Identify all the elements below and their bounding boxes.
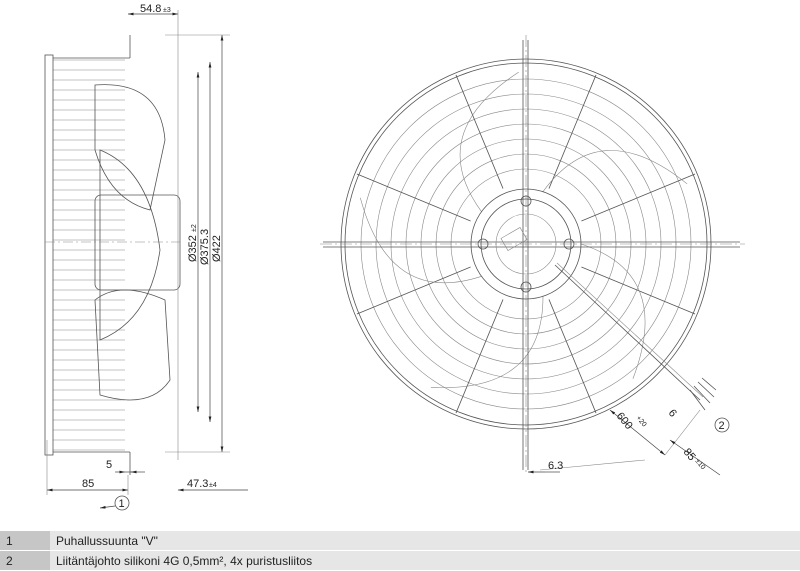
dim-54-8-tol: ±3: [163, 7, 171, 14]
motor-hub-outer: [470, 188, 582, 300]
guard-spoke: [581, 266, 696, 315]
callout-1-circle: [114, 495, 130, 511]
motor-rotor: [94, 194, 181, 291]
dim-6-3: 6.3: [548, 460, 563, 472]
dim-47-3: 47.3: [187, 478, 208, 490]
dim-5: 5: [106, 459, 112, 471]
legend-text: Liitäntäjohto silikoni 4G 0,5mm², 4x pur…: [50, 551, 800, 570]
fan-blade: [542, 150, 688, 192]
guard-spoke: [356, 173, 471, 222]
bolt: [520, 281, 532, 293]
legend-num: 1: [0, 531, 50, 550]
front-view: 6.3 600 +20 6 85 ±10 2: [320, 35, 745, 476]
blade-upper: [94, 84, 166, 211]
bolt: [477, 238, 489, 250]
motor-hub: [480, 198, 572, 290]
guard-spoke: [548, 74, 597, 189]
side-view: 54.8 ±3 Ø352 ±2 Ø375.3 Ø422 5 85 47.3 ±4…: [44, 3, 248, 511]
nameplate: [500, 227, 528, 251]
callout-2: 2: [719, 420, 725, 432]
legend-text: Puhallussuunta "V": [50, 531, 800, 550]
fan-blade: [459, 71, 519, 212]
cable: [554, 264, 701, 401]
legend-num: 2: [0, 551, 50, 570]
dia-422: Ø422: [211, 235, 223, 262]
guard-grille-side: [53, 59, 125, 451]
callout-2-circle: [714, 417, 730, 433]
dim-600-tol: +20: [634, 415, 647, 429]
guard-spoke: [455, 299, 504, 414]
dim-85-tol: ±10: [693, 458, 706, 471]
legend-table: 1 Puhallussuunta "V" 2 Liitäntäjohto sil…: [0, 530, 800, 571]
blade-middle: [99, 149, 161, 341]
bolt: [563, 238, 575, 250]
legend-row: 2 Liitäntäjohto silikoni 4G 0,5mm², 4x p…: [0, 551, 800, 570]
mounting-flange: [44, 54, 54, 456]
dim-47-3-tol: ±4: [209, 482, 217, 489]
dim-600: 600: [614, 410, 635, 432]
fan-blades: [360, 71, 688, 388]
dim-6: 6: [666, 407, 679, 419]
dim-54-8: 54.8: [140, 3, 161, 15]
fan-blade: [580, 243, 646, 379]
fan-blade: [360, 197, 482, 284]
cable-wires: [689, 377, 717, 411]
fan-blade: [430, 296, 544, 388]
bolt: [520, 195, 532, 207]
blade-lower: [94, 289, 171, 401]
dim-85: 85: [82, 478, 94, 490]
technical-drawing: 54.8 ±3 Ø352 ±2 Ø375.3 Ø422 5 85 47.3 ±4…: [44, 3, 745, 511]
dia-375: Ø375.3: [199, 229, 211, 265]
dia-352-tol: ±2: [191, 224, 198, 232]
guard-spoke: [356, 266, 471, 315]
guard-spoke: [455, 74, 504, 189]
callout-1: 1: [119, 498, 125, 510]
dia-352: Ø352: [187, 235, 199, 262]
guard-spoke: [548, 299, 597, 414]
guard-spoke: [581, 173, 696, 222]
legend-row: 1 Puhallussuunta "V": [0, 531, 800, 550]
